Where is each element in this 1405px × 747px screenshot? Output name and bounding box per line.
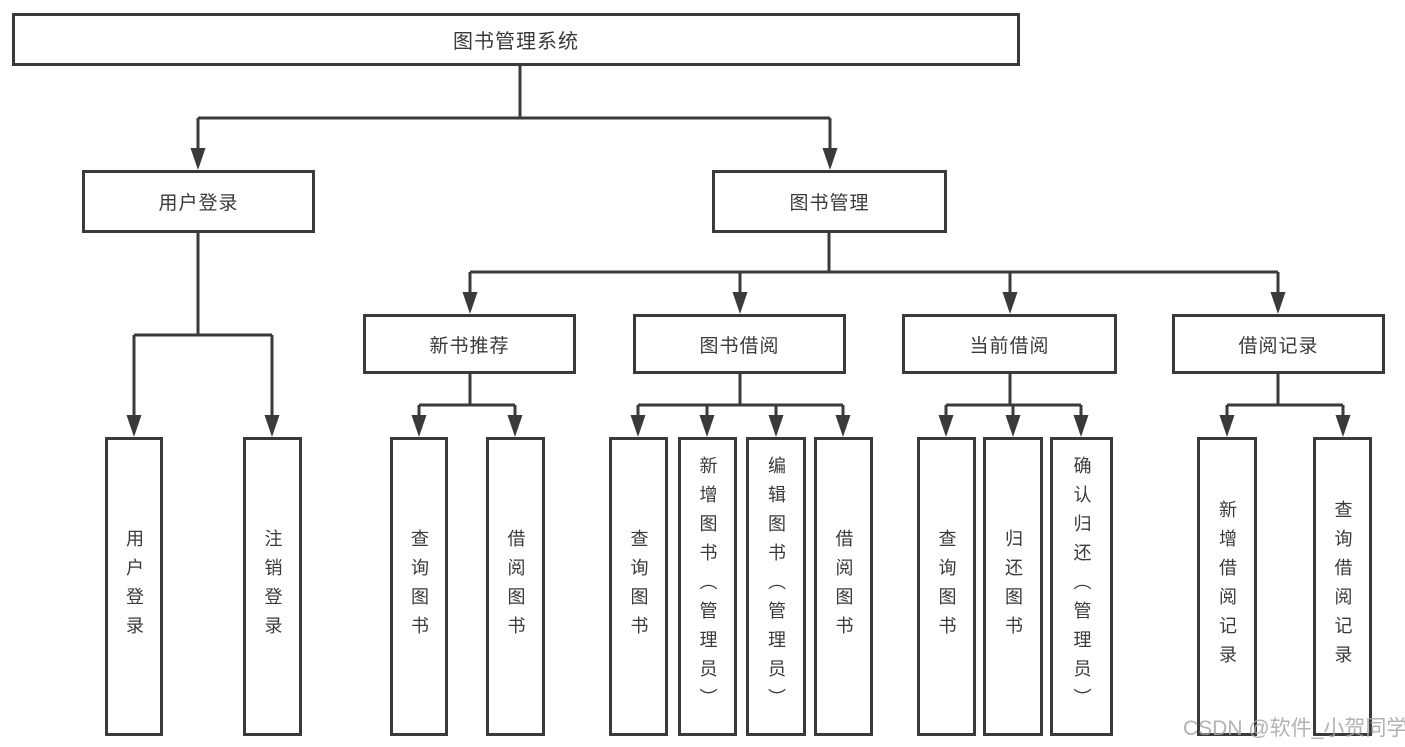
leaf-query-borrow-record: 查询借阅记录 [1313,437,1372,736]
node-label: 新增图书（管理员） [697,456,718,717]
node-label: 归还图书 [1003,528,1023,645]
node-label: 确认归还（管理员） [1071,456,1092,717]
node-label: 图书管理系统 [453,31,579,53]
node-label: 新增借阅记录 [1217,499,1237,674]
node-label: 注销登录 [262,528,283,645]
node-label: 查询借阅记录 [1332,499,1353,674]
leaf-query-books-recommend: 查询图书 [390,437,448,736]
node-label: 用户登录 [158,193,239,214]
leaf-borrow-books-recommend: 借阅图书 [486,437,545,736]
node-label: 查询图书 [409,528,429,645]
node-label: 借阅图书 [505,528,526,645]
leaf-user-login: 用户登录 [105,437,163,736]
leaf-borrow-books: 借阅图书 [814,437,873,736]
node-label: 用户登录 [124,528,144,645]
leaf-confirm-return-admin: 确认归还（管理员） [1050,437,1113,736]
node-label: 借阅图书 [833,528,854,645]
leaf-return-books: 归还图书 [983,437,1043,736]
csdn-watermark: CSDN @软件_小贺同学 [1183,717,1405,740]
leaf-logout: 注销登录 [243,437,302,736]
node-label: 借阅记录 [1238,335,1319,357]
node-borrowing-records: 借阅记录 [1172,314,1385,374]
node-label: 查询图书 [936,528,957,645]
leaf-add-borrow-record: 新增借阅记录 [1197,437,1257,736]
node-label: 图书借阅 [699,335,780,357]
node-new-book-recommend: 新书推荐 [363,314,576,374]
leaf-query-books-borrowing: 查询图书 [609,437,668,736]
node-book-management: 图书管理 [712,170,947,233]
node-system-root: 图书管理系统 [12,13,1020,66]
node-label: 当前借阅 [969,335,1050,357]
node-label: 编辑图书（管理员） [766,456,786,717]
arrowheads [126,148,1351,437]
leaf-add-books-admin: 新增图书（管理员） [678,437,737,736]
node-label: 图书管理 [789,193,870,214]
node-current-borrowing: 当前借阅 [902,314,1117,374]
node-book-borrowing: 图书借阅 [633,314,846,374]
leaf-query-books-current: 查询图书 [917,437,976,736]
node-user-login: 用户登录 [82,170,315,233]
leaf-edit-books-admin: 编辑图书（管理员） [746,437,806,736]
node-label: 查询图书 [628,528,649,645]
node-label: 新书推荐 [429,335,510,357]
